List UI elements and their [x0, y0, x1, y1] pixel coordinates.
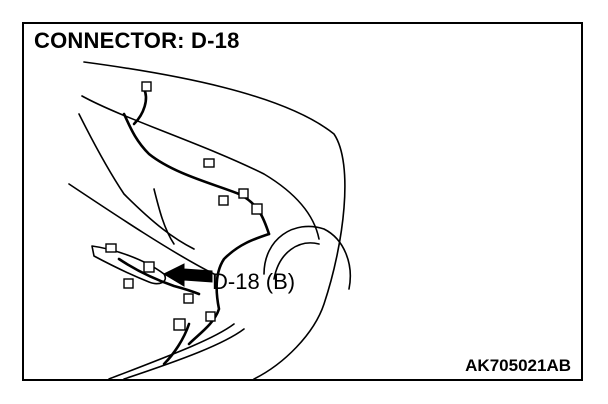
- vehicle-wiring-illustration: [68, 61, 351, 380]
- connector-block-7: [143, 261, 155, 273]
- connector-block-4: [218, 195, 229, 206]
- connector-block-8: [123, 278, 134, 289]
- harness-lower: [162, 322, 191, 366]
- rear-pillar: [81, 95, 320, 240]
- connector-block-2: [203, 158, 215, 168]
- connector-block-10: [173, 318, 186, 331]
- wheel-arch-inner: [273, 242, 320, 280]
- connector-callout-label: D-18 (B): [212, 269, 296, 294]
- tail-line: [153, 188, 175, 245]
- pointer-arrow: [162, 263, 213, 287]
- sill-line-1: [108, 323, 235, 380]
- diagram-title: CONNECTOR: D-18: [34, 28, 240, 53]
- connector-block-1: [141, 81, 152, 92]
- wheel-arch: [263, 225, 351, 290]
- roof-line: [83, 61, 346, 380]
- harness-main: [122, 112, 271, 236]
- connector-block-5: [251, 203, 263, 215]
- connector-block-3: [238, 188, 249, 199]
- harness-to-arch: [187, 232, 271, 346]
- connector-block-6: [105, 243, 117, 253]
- body-side: [68, 183, 215, 275]
- window-edge: [78, 113, 195, 250]
- sill-line-2: [123, 328, 245, 380]
- reference-code: AK705021AB: [465, 356, 571, 375]
- harness-upper: [132, 87, 148, 126]
- diagram-frame: CONNECTOR: D-18 D-18 (B) AK705021AB: [22, 22, 583, 381]
- connector-block-11: [205, 311, 216, 322]
- connector-block-9: [183, 293, 194, 304]
- harness-rear: [117, 257, 201, 296]
